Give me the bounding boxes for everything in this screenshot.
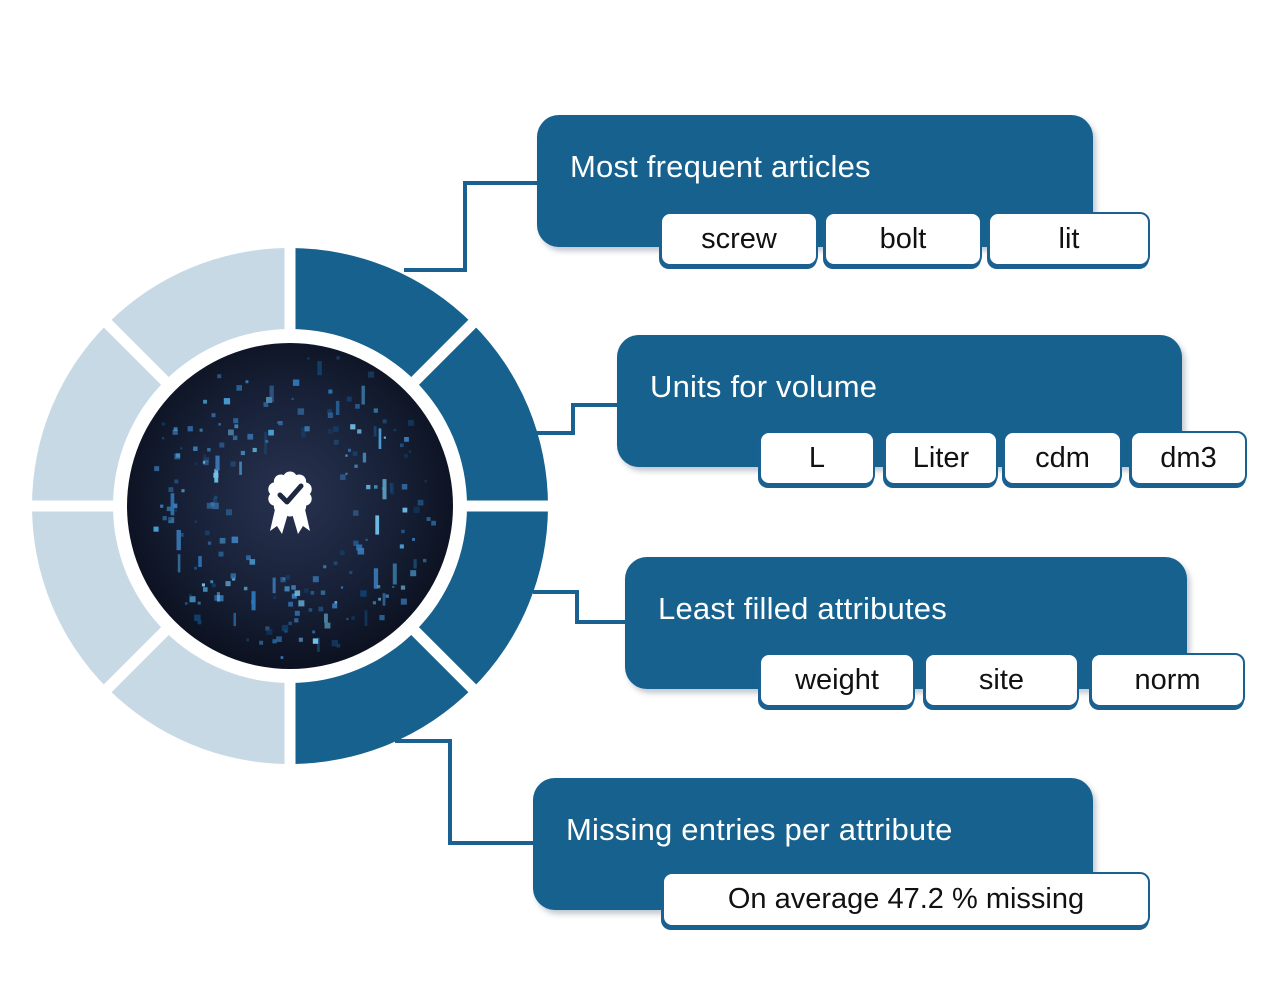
tag-bolt: bolt: [824, 212, 982, 266]
tag-lit: lit: [988, 212, 1150, 266]
tag-screw: screw: [660, 212, 818, 266]
callout-title: Units for volume: [650, 369, 878, 404]
connector-units-volume: [536, 403, 620, 435]
certified-badge-icon: [268, 471, 312, 534]
tag-norm: norm: [1090, 653, 1245, 707]
tag-average-missing: On average 47.2 % missing: [662, 872, 1150, 927]
tag-dm3: dm3: [1130, 431, 1247, 485]
connector-most-frequent: [404, 181, 540, 272]
callout-title: Missing entries per attribute: [566, 812, 953, 847]
connector-missing: [395, 739, 536, 845]
connector-least-filled: [533, 590, 628, 624]
quality-wheel: [28, 244, 552, 768]
tag-site: site: [924, 653, 1079, 707]
tag-liter: Liter: [884, 431, 998, 485]
callout-title: Least filled attributes: [658, 591, 947, 626]
tag-weight: weight: [759, 653, 915, 707]
data-dots-texture: [153, 356, 436, 659]
callout-title: Most frequent articles: [570, 149, 871, 184]
tag-cdm: cdm: [1003, 431, 1122, 485]
tag-l: L: [759, 431, 875, 485]
